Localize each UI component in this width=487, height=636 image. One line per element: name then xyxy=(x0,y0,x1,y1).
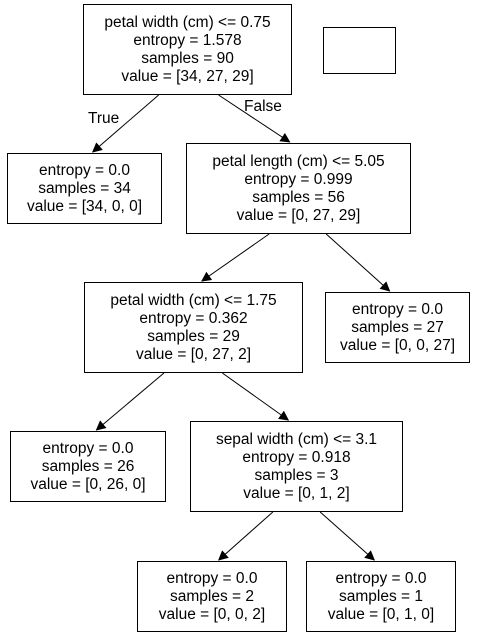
node6-line-3: samples = 3 xyxy=(254,466,339,484)
node4-line-2: samples = 27 xyxy=(351,318,444,336)
node7-line-2: samples = 2 xyxy=(169,587,254,605)
tree-node-7: entropy = 0.0 samples = 2 value = [0, 0,… xyxy=(137,561,287,632)
node1-line-2: samples = 34 xyxy=(38,179,131,197)
node2-line-2: entropy = 0.999 xyxy=(244,170,353,188)
node3-line-1: petal width (cm) <= 1.75 xyxy=(110,291,277,309)
tree-node-3: petal width (cm) <= 1.75 entropy = 0.362… xyxy=(84,282,303,373)
edge-label-false: False xyxy=(244,98,282,115)
empty-legend-box xyxy=(323,27,396,74)
node3-line-4: value = [0, 27, 2] xyxy=(135,345,252,363)
tree-node-root: petal width (cm) <= 0.75 entropy = 1.578… xyxy=(83,4,292,95)
node4-line-3: value = [0, 0, 27] xyxy=(339,336,456,354)
root-line-3: samples = 90 xyxy=(141,49,234,67)
node2-line-4: value = [0, 27, 29] xyxy=(236,206,361,224)
node3-line-2: entropy = 0.362 xyxy=(139,309,248,327)
node7-line-3: value = [0, 0, 2] xyxy=(158,605,266,623)
edge-label-true: True xyxy=(88,110,120,127)
tree-node-8: entropy = 0.0 samples = 1 value = [0, 1,… xyxy=(306,561,456,632)
node8-line-3: value = [0, 1, 0] xyxy=(327,605,435,623)
node6-line-1: sepal width (cm) <= 3.1 xyxy=(215,430,378,448)
node3-line-3: samples = 29 xyxy=(147,327,240,345)
node6-line-4: value = [0, 1, 2] xyxy=(243,484,350,502)
node5-line-3: value = [0, 26, 0] xyxy=(30,475,146,493)
node7-line-1: entropy = 0.0 xyxy=(166,569,258,587)
node5-line-2: samples = 26 xyxy=(41,457,135,475)
node6-line-2: entropy = 0.918 xyxy=(242,448,351,466)
root-line-4: value = [34, 27, 29] xyxy=(121,67,254,85)
tree-node-5: entropy = 0.0 samples = 26 value = [0, 2… xyxy=(10,431,166,502)
tree-node-1: entropy = 0.0 samples = 34 value = [34, … xyxy=(7,153,162,224)
root-line-2: entropy = 1.578 xyxy=(133,31,242,49)
edge-n2-n3 xyxy=(201,233,270,282)
edge-n2-n4 xyxy=(325,233,391,292)
tree-node-4: entropy = 0.0 samples = 27 value = [0, 0… xyxy=(325,292,470,363)
node1-line-3: value = [34, 0, 0] xyxy=(26,197,143,215)
node2-line-1: petal length (cm) <= 5.05 xyxy=(212,152,385,170)
node4-line-1: entropy = 0.0 xyxy=(352,300,443,318)
edge-n6-n8 xyxy=(319,511,375,561)
node1-line-1: entropy = 0.0 xyxy=(39,161,130,179)
edge-n3-n6 xyxy=(222,372,290,421)
edge-n3-n5 xyxy=(95,372,165,431)
edge-n6-n7 xyxy=(218,511,274,561)
node5-line-1: entropy = 0.0 xyxy=(42,439,134,457)
node8-line-2: samples = 1 xyxy=(338,587,423,605)
edge-root-n2 xyxy=(218,94,291,143)
node8-line-1: entropy = 0.0 xyxy=(335,569,427,587)
edge-root-n1 xyxy=(91,94,159,153)
tree-node-6: sepal width (cm) <= 3.1 entropy = 0.918 … xyxy=(190,421,403,512)
tree-node-2: petal length (cm) <= 5.05 entropy = 0.99… xyxy=(186,143,411,234)
node2-line-3: samples = 56 xyxy=(252,188,345,206)
root-line-1: petal width (cm) <= 0.75 xyxy=(104,13,271,31)
